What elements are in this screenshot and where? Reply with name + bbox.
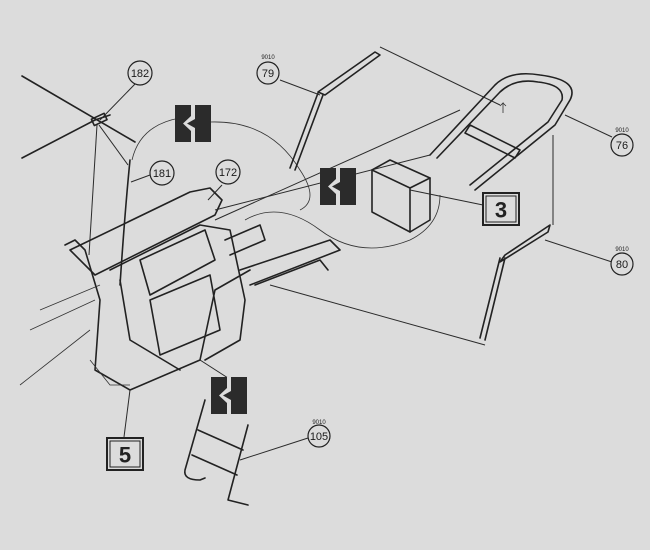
cable-part: [119, 159, 131, 286]
section-number: 5: [119, 443, 131, 468]
callout-number: 181: [153, 168, 171, 180]
callout-182: 182: [127, 60, 153, 86]
callout-80: 9010 80: [610, 247, 634, 276]
callout-181: 181: [149, 160, 175, 186]
callout-76: 9010 76: [610, 128, 634, 157]
callout-79: 9010 79: [256, 55, 280, 85]
section-number: 3: [495, 198, 507, 223]
connector-symbol-icon: [320, 168, 356, 205]
bracket-79-part: [289, 51, 381, 171]
section-box-3: 3: [482, 192, 520, 226]
callout-code: 9010: [261, 55, 275, 61]
callout-number: 80: [616, 259, 628, 271]
callout-172: 172: [215, 159, 241, 185]
callout-number: 79: [262, 68, 274, 80]
callout-code: 9010: [615, 128, 629, 134]
callout-number: 172: [219, 167, 237, 179]
connector-symbol-icon: [211, 377, 247, 414]
battery-part: [371, 159, 431, 233]
main-frame-engine-part: [19, 187, 341, 391]
rear-frame-76-part: [429, 72, 573, 191]
callout-number: 182: [131, 68, 149, 80]
section-box-5: 5: [106, 437, 144, 471]
bracket-80-part: [479, 224, 551, 341]
callout-code: 9010: [312, 420, 326, 426]
callout-code: 9010: [615, 247, 629, 253]
cross-wrench-part: [21, 75, 136, 159]
footrest-105-part: [183, 399, 249, 506]
connector-symbol-icon: [175, 105, 211, 142]
callout-number: 76: [616, 140, 628, 152]
callout-number: 105: [310, 431, 328, 443]
callout-105: 9010 105: [307, 420, 331, 448]
